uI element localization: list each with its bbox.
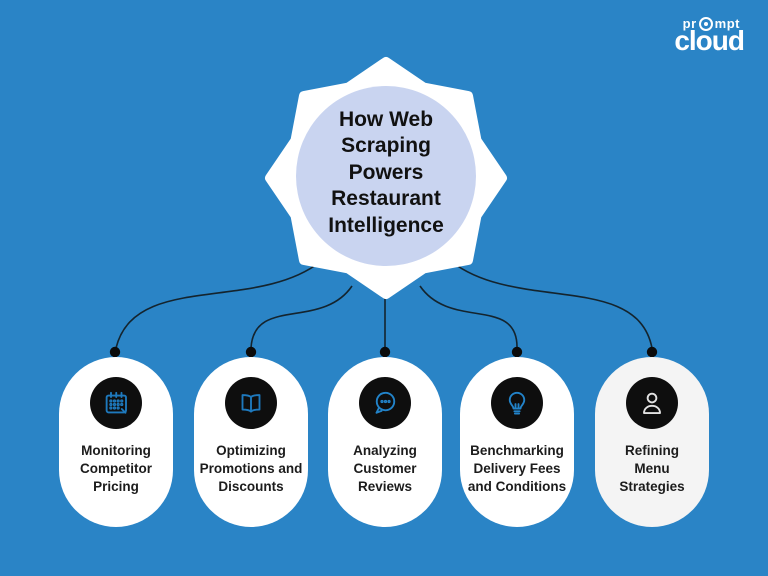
promptcloud-logo: pr mpt cloud bbox=[624, 16, 745, 56]
lightbulb-icon bbox=[508, 391, 526, 415]
logo-prompt-prefix: pr bbox=[682, 16, 697, 31]
logo-prompt-suffix: mpt bbox=[714, 16, 740, 31]
logo-word-cloud: cloud bbox=[674, 25, 745, 56]
connector-line-5 bbox=[451, 261, 653, 349]
connector-dot-2 bbox=[245, 346, 257, 358]
card-label: Benchmarking Delivery Fees and Condition… bbox=[467, 443, 567, 494]
logo-word-prompt: pr mpt bbox=[624, 16, 744, 31]
card-label: Analyzing Customer Reviews bbox=[353, 443, 417, 494]
connector-line-1 bbox=[115, 261, 321, 349]
connector-line-4 bbox=[419, 285, 518, 349]
target-o-dot bbox=[703, 21, 708, 26]
target-o-icon bbox=[698, 16, 713, 31]
icon-circle bbox=[491, 377, 543, 429]
connector-lines bbox=[115, 261, 653, 350]
card-label: Monitoring Competitor Pricing bbox=[80, 443, 152, 494]
card-refining-menu-strategies: Refining Menu Strategies bbox=[595, 357, 709, 527]
calendar-icon bbox=[105, 391, 127, 414]
badge-title: How Web Scraping Powers Restaurant Intel… bbox=[328, 108, 444, 237]
card-monitoring-competitor-pricing: Monitoring Competitor Pricing bbox=[59, 357, 173, 527]
connector-dots bbox=[109, 346, 658, 358]
card-benchmarking-delivery-fees: Benchmarking Delivery Fees and Condition… bbox=[460, 357, 574, 527]
open-book-icon bbox=[241, 394, 261, 413]
connector-dot-1 bbox=[109, 346, 121, 358]
person-icon bbox=[643, 392, 661, 414]
card-label: Optimizing Promotions and Discounts bbox=[199, 443, 303, 494]
icon-circle bbox=[626, 377, 678, 429]
badge-inner-circle bbox=[296, 86, 476, 266]
card-label: Refining Menu Strategies bbox=[619, 443, 685, 494]
card-optimizing-promotions: Optimizing Promotions and Discounts bbox=[194, 357, 308, 527]
icon-circle bbox=[225, 377, 277, 429]
card-analyzing-reviews: Analyzing Customer Reviews bbox=[328, 357, 442, 527]
connector-dot-4 bbox=[511, 346, 523, 358]
connector-dot-5 bbox=[646, 346, 658, 358]
connector-line-2 bbox=[250, 285, 353, 349]
icon-circle bbox=[90, 377, 142, 429]
connector-dot-3 bbox=[379, 346, 391, 358]
chat-bubble-icon bbox=[375, 391, 396, 414]
icon-circle bbox=[359, 377, 411, 429]
